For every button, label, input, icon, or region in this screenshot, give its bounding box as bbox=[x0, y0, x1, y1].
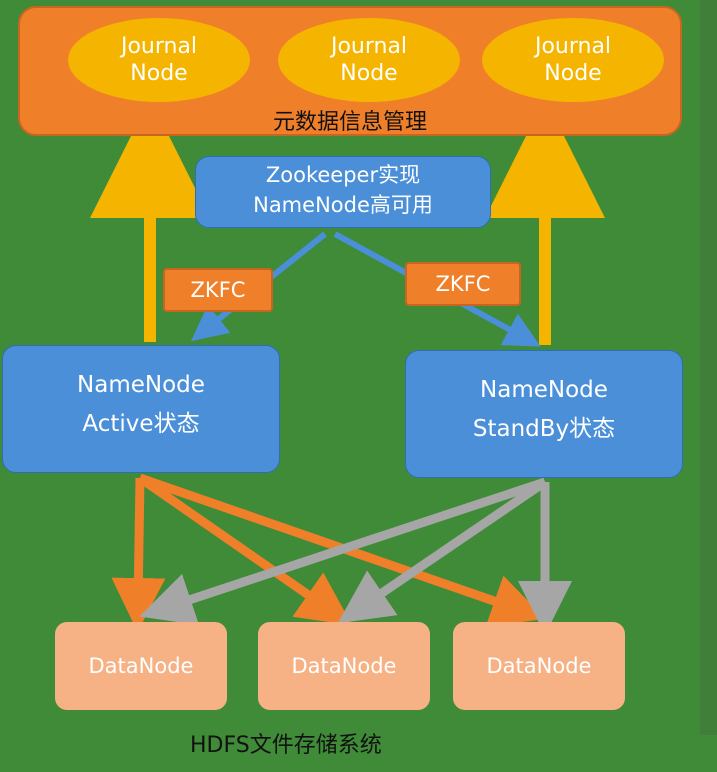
metadata-management-box: Journal Node Journal Node Journal Node 元… bbox=[18, 6, 682, 136]
zkfc-left: ZKFC bbox=[163, 268, 273, 312]
footer-band bbox=[0, 735, 717, 772]
metadata-label: 元数据信息管理 bbox=[272, 110, 427, 135]
zkfc-right: ZKFC bbox=[405, 262, 521, 306]
datanode-1: DataNode bbox=[55, 622, 227, 710]
journal-node-3: Journal Node bbox=[482, 18, 664, 102]
active-arrow-dn1 bbox=[111, 477, 166, 632]
namenode-active-box: NameNode Active状态 bbox=[2, 345, 280, 473]
standby-arrow-dn1 bbox=[139, 477, 547, 626]
standby-arrow-dn2 bbox=[337, 478, 548, 624]
active-arrow-dn2 bbox=[137, 474, 353, 626]
datanode-3: DataNode bbox=[453, 622, 625, 710]
journal-node-1: Journal Node bbox=[68, 18, 250, 102]
footer-label: HDFS文件存储系统 bbox=[190, 733, 382, 758]
namenode-standby-box: NameNode StandBy状态 bbox=[405, 350, 683, 478]
datanode-2: DataNode bbox=[258, 622, 430, 710]
journal-node-2: Journal Node bbox=[278, 18, 460, 102]
zookeeper-box: Zookeeper实现 NameNode高可用 bbox=[195, 156, 491, 228]
active-arrow-dn3 bbox=[138, 473, 546, 627]
